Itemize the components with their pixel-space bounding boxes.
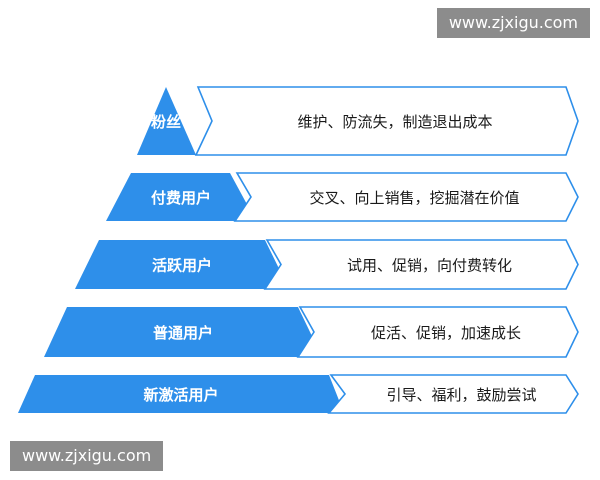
description-arrow-1 xyxy=(194,86,579,156)
tier-description-3: 试用、促销，向付费转化 xyxy=(347,257,512,275)
description-arrow-2 xyxy=(233,172,579,222)
watermark-top: www.zjxigu.com xyxy=(436,8,590,38)
pyramid-tier-2 xyxy=(106,173,256,221)
pyramid-tier-1 xyxy=(137,87,196,155)
pyramid-tier-4 xyxy=(44,307,322,357)
pyramid-tier-5 xyxy=(18,375,344,413)
tier-description-1: 维护、防流失，制造退出成本 xyxy=(297,113,492,131)
tier-label-3: 活跃用户 xyxy=(152,257,212,275)
description-arrow-5 xyxy=(327,374,579,414)
tier-label-1: 粉丝 xyxy=(151,113,181,131)
pyramid-tier-3 xyxy=(75,240,289,289)
tier-label-2: 付费用户 xyxy=(151,189,211,207)
watermark-bottom: www.zjxigu.com xyxy=(10,441,164,471)
tier-description-5: 引导、福利，鼓励尝试 xyxy=(386,386,536,404)
description-arrow-3 xyxy=(263,239,579,290)
tier-description-4: 促活、促销，加速成长 xyxy=(371,324,521,342)
description-arrows: 维护、防流失，制造退出成本交叉、向上销售，挖掘潜在价值试用、促销，向付费转化促活… xyxy=(194,86,579,414)
tier-description-2: 交叉、向上销售，挖掘潜在价值 xyxy=(309,189,519,207)
description-arrow-4 xyxy=(296,306,579,358)
tier-label-5: 新激活用户 xyxy=(143,386,218,404)
tier-label-4: 普通用户 xyxy=(153,324,213,342)
